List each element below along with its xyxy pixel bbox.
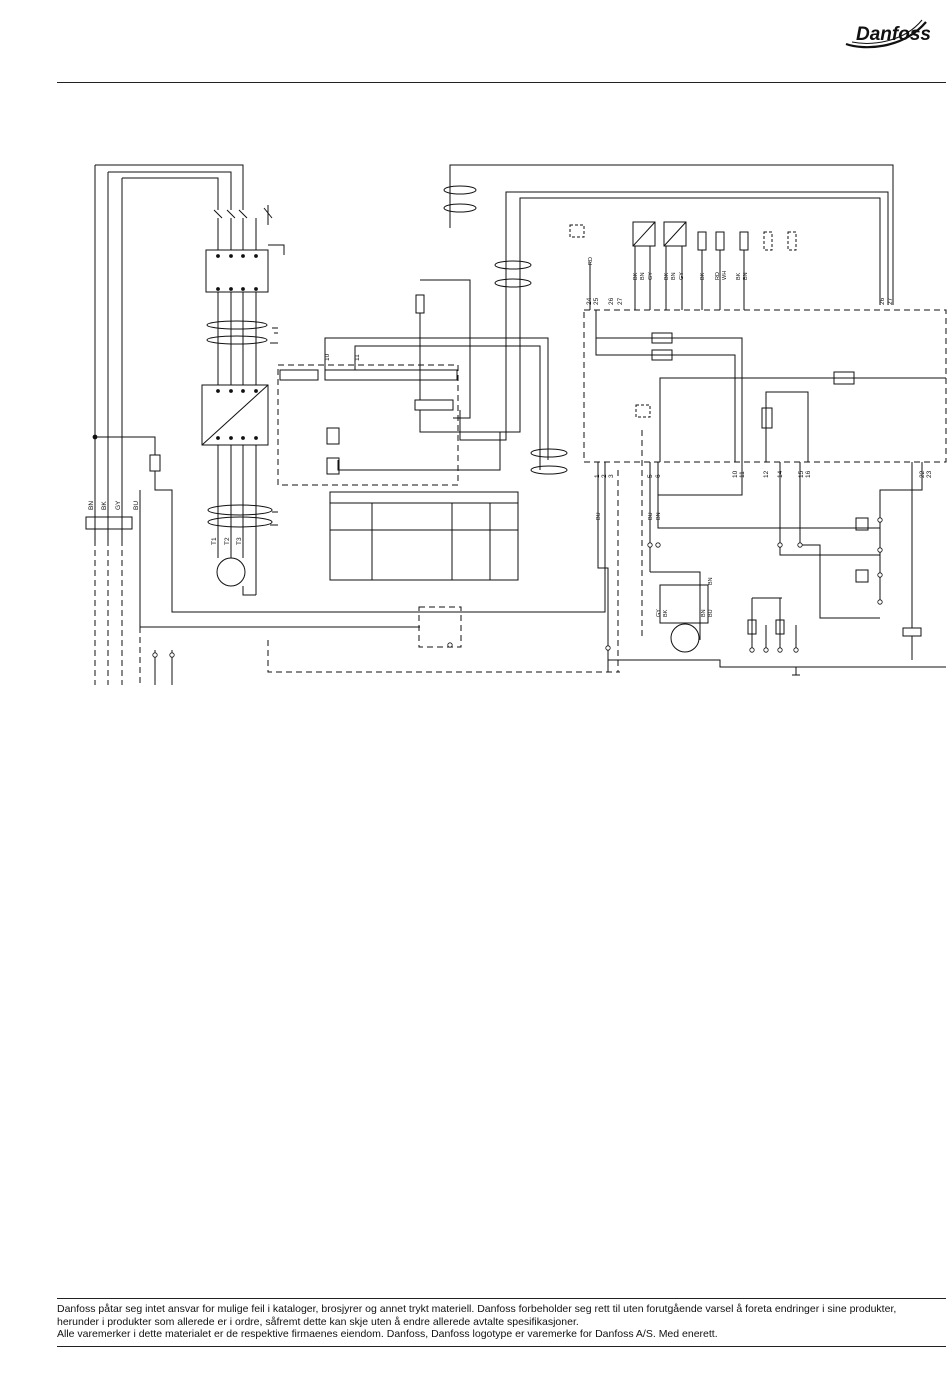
wire-code: BN <box>701 609 707 617</box>
terminal-label-6: 6 <box>655 474 662 478</box>
terminal-label-15: 15 <box>798 470 805 478</box>
terminal-label-23: 23 <box>926 470 933 478</box>
terminal-label-5: 5 <box>647 474 654 478</box>
wiring-diagram: BN BK GY BU T1 T2 T3 10 11 24 25 26 27 2… <box>85 164 947 685</box>
wire-code: BN <box>656 512 662 520</box>
terminal-label-27b: 27 <box>887 297 894 305</box>
wire-code: BK <box>663 609 669 617</box>
terminal-label-27: 27 <box>617 297 624 305</box>
wire-code: BN <box>671 272 677 280</box>
terminal-label-12: 12 <box>763 470 770 478</box>
wire-code: BN <box>708 577 714 585</box>
wire-code: BU <box>648 512 654 520</box>
phase-label-t1: T1 <box>211 537 218 545</box>
wire-code: GY <box>679 272 685 280</box>
wire-code: BU <box>596 512 602 520</box>
wire-code: BK <box>736 272 742 280</box>
wire-code: BN <box>743 272 749 280</box>
terminal-label-26b: 26 <box>879 297 886 305</box>
terminal-label-16: 16 <box>805 470 812 478</box>
wire-code: RD <box>715 272 721 280</box>
wire-code: BN <box>640 272 646 280</box>
footer-rule-bottom <box>57 1346 946 1347</box>
header-rule <box>57 82 946 83</box>
footer-disclaimer: Danfoss påtar seg intet ansvar for mulig… <box>57 1303 937 1341</box>
terminal-label-26: 26 <box>608 297 615 305</box>
wire-label-bu: BU <box>133 501 140 510</box>
terminal-label-25: 25 <box>593 297 600 305</box>
wire-code: BU <box>708 609 714 617</box>
logo-wordmark: Danfoss <box>856 24 930 45</box>
terminal-label-10: 10 <box>732 470 739 478</box>
terminal-label-24: 24 <box>586 297 593 305</box>
footer-trademark-text: Alle varemerker i dette materialet er de… <box>57 1328 718 1340</box>
footer-rule-top <box>57 1298 946 1299</box>
footer-disclaimer-text: Danfoss påtar seg intet ansvar for mulig… <box>57 1303 897 1328</box>
wire-code: GY <box>648 272 654 280</box>
terminal-label-3: 3 <box>608 474 615 478</box>
wire-code: RD <box>588 257 594 265</box>
terminal-label-11: 11 <box>739 471 746 478</box>
phase-label-t3: T3 <box>236 537 243 545</box>
wire-code: BK <box>633 272 639 280</box>
bus-label-11: 11 <box>354 354 361 361</box>
wire-label-bk: BK <box>101 501 108 510</box>
wire-code: BK <box>664 272 670 280</box>
phase-label-t2: T2 <box>224 537 231 545</box>
bus-label-10: 10 <box>324 353 331 361</box>
terminal-label-1: 1 <box>594 474 601 478</box>
wire-code: WH <box>722 271 728 280</box>
wire-label-gy: GY <box>115 500 122 510</box>
terminal-label-22: 22 <box>919 470 926 478</box>
terminal-label-14: 14 <box>777 470 784 478</box>
wire-code: GY <box>656 609 662 617</box>
wire-label-bn: BN <box>88 501 95 510</box>
danfoss-logo: Danfoss <box>845 19 930 49</box>
wire-code: BK <box>700 272 706 280</box>
terminal-label-2: 2 <box>601 474 608 478</box>
